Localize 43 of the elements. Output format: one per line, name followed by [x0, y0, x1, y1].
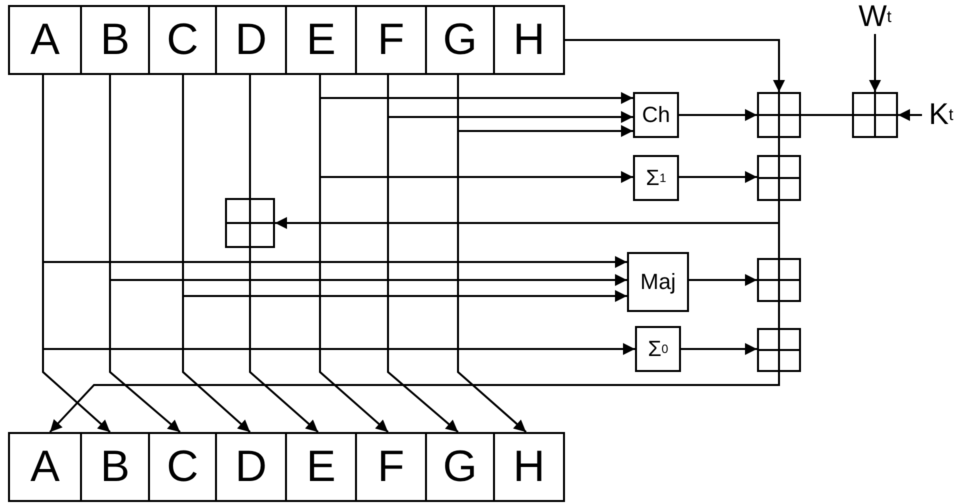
connector-line — [801, 114, 852, 116]
arrow — [109, 75, 181, 433]
register-box: G — [425, 5, 495, 75]
adder-symbol — [225, 198, 275, 248]
adder-symbol — [757, 258, 801, 302]
arrow — [319, 75, 389, 433]
register-box: D — [215, 432, 287, 502]
arrow — [681, 343, 757, 355]
register-box: B — [80, 5, 150, 75]
register-box: A — [8, 5, 82, 75]
adder-symbol — [852, 92, 898, 138]
adder-symbol — [757, 155, 801, 201]
connector-line — [778, 302, 780, 328]
arrow — [49, 372, 780, 433]
arrow — [679, 109, 757, 121]
register-box: D — [215, 5, 287, 75]
arrow — [182, 75, 251, 433]
adder-symbol — [757, 92, 801, 138]
register-box: F — [355, 5, 427, 75]
register-box: E — [285, 5, 357, 75]
arrow — [679, 171, 757, 183]
function-box: Ch — [633, 92, 679, 138]
adder-symbol — [757, 328, 801, 372]
arrow — [42, 75, 111, 433]
arrow — [869, 34, 881, 92]
function-box: Maj — [627, 252, 689, 312]
register-box: H — [493, 5, 565, 75]
arrow — [457, 75, 527, 433]
arrow — [689, 274, 757, 286]
register-box: B — [80, 432, 150, 502]
connector-line — [778, 138, 780, 155]
register-box: C — [148, 432, 217, 502]
register-box: A — [8, 432, 82, 502]
register-box: C — [148, 5, 217, 75]
connector-line — [249, 75, 251, 198]
register-box: E — [285, 432, 357, 502]
arrow — [898, 109, 922, 121]
register-box: G — [425, 432, 495, 502]
arrow — [249, 248, 319, 433]
arrow — [565, 39, 785, 92]
register-box: F — [355, 432, 427, 502]
arrow — [387, 75, 459, 433]
register-box: H — [493, 432, 565, 502]
